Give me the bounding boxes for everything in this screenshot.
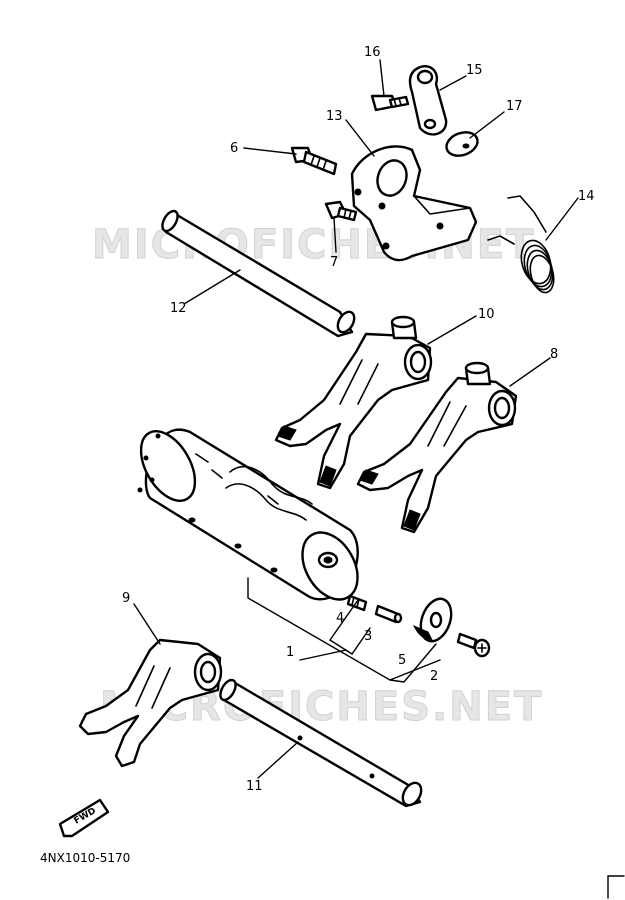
bolt-7 xyxy=(324,200,358,222)
shift-fork-8 xyxy=(356,361,518,534)
callout-8: 8 xyxy=(550,347,558,362)
callout-6: 6 xyxy=(230,141,238,156)
leader-12 xyxy=(183,269,241,305)
screw-2 xyxy=(456,632,491,658)
leader-11 xyxy=(257,741,299,779)
leader-7 xyxy=(333,217,337,253)
callout-5: 5 xyxy=(398,653,406,668)
callout-15: 15 xyxy=(466,63,483,78)
assembly-leader-4-3 xyxy=(329,599,371,655)
callout-17: 17 xyxy=(506,99,523,114)
callout-1: 1 xyxy=(286,645,294,660)
callout-12: 12 xyxy=(170,301,187,316)
callout-14: 14 xyxy=(578,189,595,204)
leader-8 xyxy=(509,357,551,387)
bolt-16 xyxy=(370,94,410,112)
segment-5 xyxy=(412,597,453,643)
callout-4: 4 xyxy=(336,611,344,626)
leader-16 xyxy=(379,59,385,97)
leader-14 xyxy=(545,197,579,241)
callout-3: 3 xyxy=(364,629,372,644)
forward-arrow-icon: FWD xyxy=(58,798,110,838)
callout-16: 16 xyxy=(364,45,381,60)
spring-14 xyxy=(487,195,555,294)
washer-17 xyxy=(445,131,479,157)
shaft-upper xyxy=(161,209,356,338)
shift-drum xyxy=(137,428,359,601)
leader-9 xyxy=(133,603,161,645)
assembly-leader-5-2 xyxy=(389,643,437,683)
diagram-code: 4NX1010-5170 xyxy=(40,851,130,865)
callout-10: 10 xyxy=(478,307,495,322)
callout-7: 7 xyxy=(330,255,338,270)
callout-11: 11 xyxy=(246,779,263,794)
leader-17 xyxy=(469,111,505,139)
stopper-lever-13 xyxy=(350,145,478,262)
shift-fork-9 xyxy=(78,638,223,768)
guide-bar-lower xyxy=(219,678,423,808)
leader-10 xyxy=(427,315,477,345)
corner-mark xyxy=(607,875,625,899)
shift-fork-10 xyxy=(274,315,433,490)
pin-3 xyxy=(374,604,403,624)
leader-6 xyxy=(243,147,297,155)
callout-9: 9 xyxy=(122,591,130,606)
leader-15 xyxy=(439,75,467,91)
callout-13: 13 xyxy=(326,109,343,124)
callout-2: 2 xyxy=(430,669,438,684)
bolt-6 xyxy=(290,146,338,176)
leader-13 xyxy=(345,119,375,157)
assembly-leader-1 xyxy=(299,649,347,661)
lever-plate-15 xyxy=(408,65,448,136)
pin-4 xyxy=(346,594,368,612)
